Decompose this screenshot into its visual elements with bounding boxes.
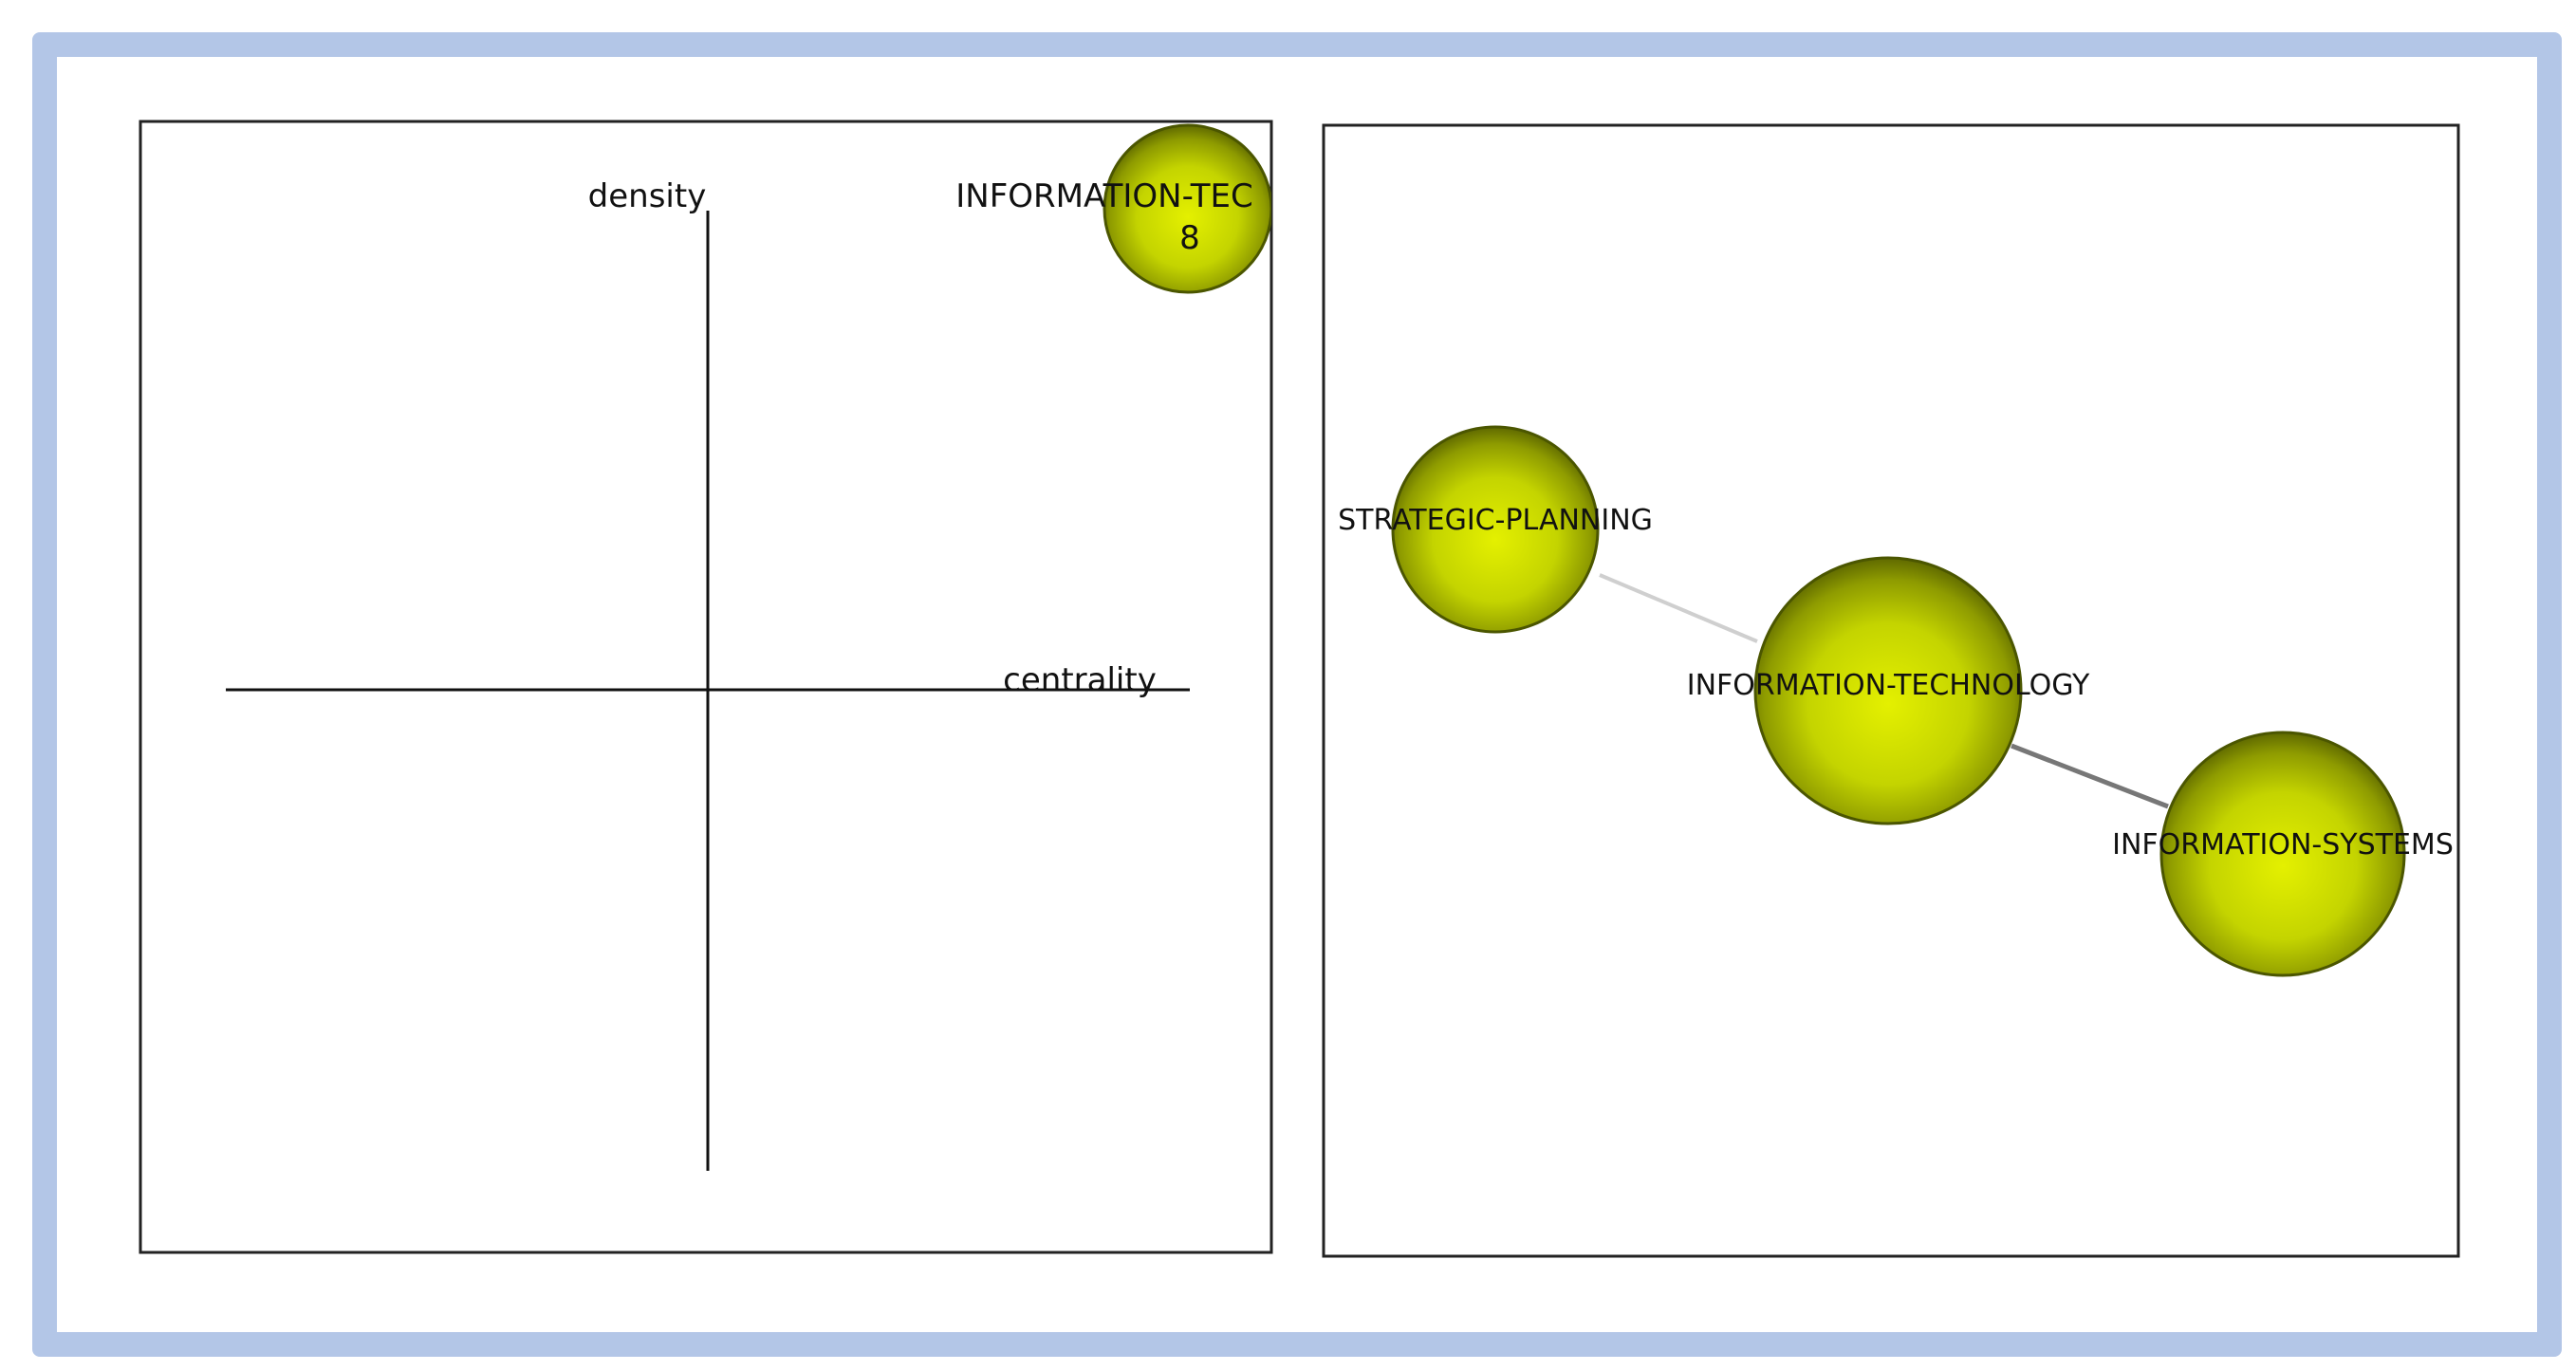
node-information-systems[interactable]: INFORMATION-SYSTEMS: [2112, 731, 2454, 977]
density-axis-label: density: [588, 177, 707, 215]
node-information-systems-sphere: [2159, 731, 2406, 977]
edge-tech-systems: [2011, 743, 2169, 809]
strategic-diagram-panel: density centrality INFORMATION-TEC 8: [139, 120, 1273, 1254]
node-information-technology-label: INFORMATION-TECHNOLOGY: [1687, 669, 2090, 702]
theme-sphere: [1103, 123, 1271, 294]
theme-node[interactable]: INFORMATION-TEC 8: [955, 123, 1271, 294]
node-information-systems-label: INFORMATION-SYSTEMS: [2112, 828, 2454, 862]
node-strategic-planning-label: STRATEGIC-PLANNING: [1338, 504, 1653, 537]
theme-count: 8: [1179, 219, 1200, 257]
node-information-technology[interactable]: INFORMATION-TECHNOLOGY: [1687, 556, 2090, 825]
strategic-diagram-border: [139, 120, 1273, 1254]
edge-strategic-tech: [1599, 573, 1758, 643]
node-information-technology-sphere: [1753, 556, 2023, 825]
node-strategic-planning-sphere: [1391, 425, 1600, 634]
node-strategic-planning[interactable]: STRATEGIC-PLANNING: [1338, 425, 1653, 634]
cluster-network-panel: STRATEGIC-PLANNING INFORMATION-TECHNOLOG…: [1322, 123, 2460, 1258]
theme-label: INFORMATION-TEC: [955, 177, 1253, 215]
centrality-axis-label: centrality: [1003, 661, 1157, 699]
